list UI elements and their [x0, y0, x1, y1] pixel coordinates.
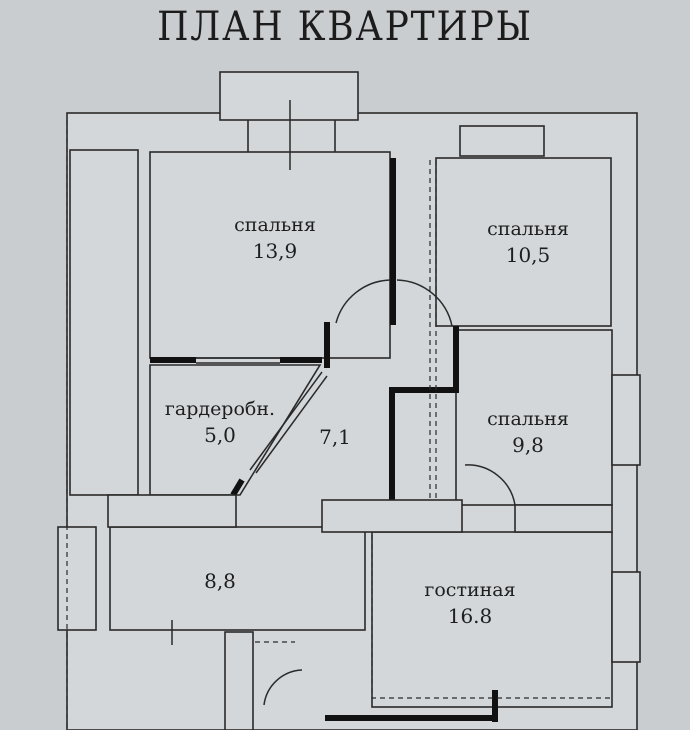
window-right-1 — [611, 374, 641, 466]
bedroom-2-label: спальня 10,5 — [468, 216, 588, 268]
dashed-lines — [66, 120, 612, 730]
hall-area — [109, 526, 366, 631]
bedroom-3-area — [455, 329, 613, 506]
room-area: 7,1 — [319, 425, 351, 449]
room-name: гостиная — [424, 579, 516, 601]
living-room-area — [371, 531, 613, 708]
bearing-walls — [150, 158, 498, 722]
room-name: гардеробн. — [164, 398, 276, 420]
left-closet — [69, 149, 139, 496]
left-niche — [57, 526, 97, 631]
bedroom-3-label: спальня 9,8 — [468, 406, 588, 458]
room-area: 10,5 — [505, 243, 551, 267]
bedroom-1-label: спальня 13,9 — [215, 212, 335, 264]
bedroom-2-area — [435, 157, 612, 327]
wardrobe-label: гардеробн. 5,0 — [150, 396, 290, 448]
partitions — [107, 494, 613, 730]
balcony — [219, 71, 359, 121]
page-title: ПЛАН КВАРТИРЫ — [157, 4, 533, 50]
bedroom-1-area — [149, 151, 391, 359]
door-marks — [171, 100, 516, 706]
room-name: спальня — [487, 218, 569, 240]
room-area: 13,9 — [252, 239, 298, 263]
room-area: 9,8 — [512, 433, 544, 457]
corridor-label: 7,1 — [300, 424, 370, 450]
wardrobe-area — [149, 364, 322, 496]
room-area: 16.8 — [447, 604, 493, 628]
room-area: 8,8 — [204, 569, 236, 593]
living-room-label: гостиная 16.8 — [400, 577, 540, 629]
hall-label: 8,8 — [185, 568, 255, 594]
room-name: спальня — [234, 214, 316, 236]
window-top — [459, 125, 545, 157]
room-area: 5,0 — [204, 423, 236, 447]
window-right-2 — [611, 571, 641, 663]
room-name: спальня — [487, 408, 569, 430]
